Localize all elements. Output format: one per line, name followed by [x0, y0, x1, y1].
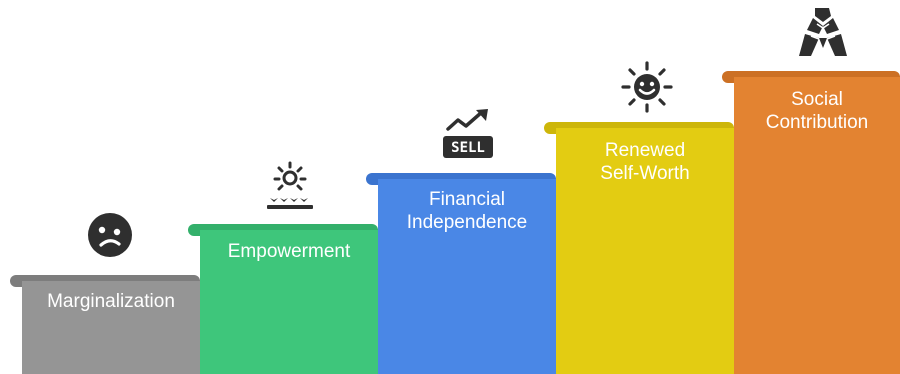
- step-social-contribution: Social Contribution: [722, 71, 900, 374]
- step-empowerment: Empowerment: [188, 224, 378, 374]
- step-body: [22, 281, 200, 374]
- step-renewed-self-worth: Renewed Self-Worth: [544, 122, 734, 374]
- sad-face-icon: [88, 213, 132, 257]
- step-label: Marginalization: [47, 291, 175, 312]
- step-body: [378, 179, 556, 374]
- sprouting-sun-icon: [267, 161, 313, 209]
- step-marginalization: Marginalization: [10, 275, 200, 374]
- step-label: Renewed Self-Worth: [600, 140, 690, 184]
- joined-hands-icon: [799, 8, 847, 56]
- step-body: [556, 128, 734, 374]
- step-label: Social Contribution: [765, 89, 869, 133]
- smiling-sun-icon: [621, 61, 673, 113]
- step-label: Financial Independence: [406, 189, 528, 233]
- step-label: Empowerment: [227, 241, 351, 262]
- step-body: [734, 77, 900, 374]
- sell-chart-icon: SELL: [443, 109, 493, 158]
- sell-text: SELL: [451, 140, 485, 156]
- step-financial-independence: Financial Independence: [366, 173, 556, 374]
- step-body: [200, 230, 378, 374]
